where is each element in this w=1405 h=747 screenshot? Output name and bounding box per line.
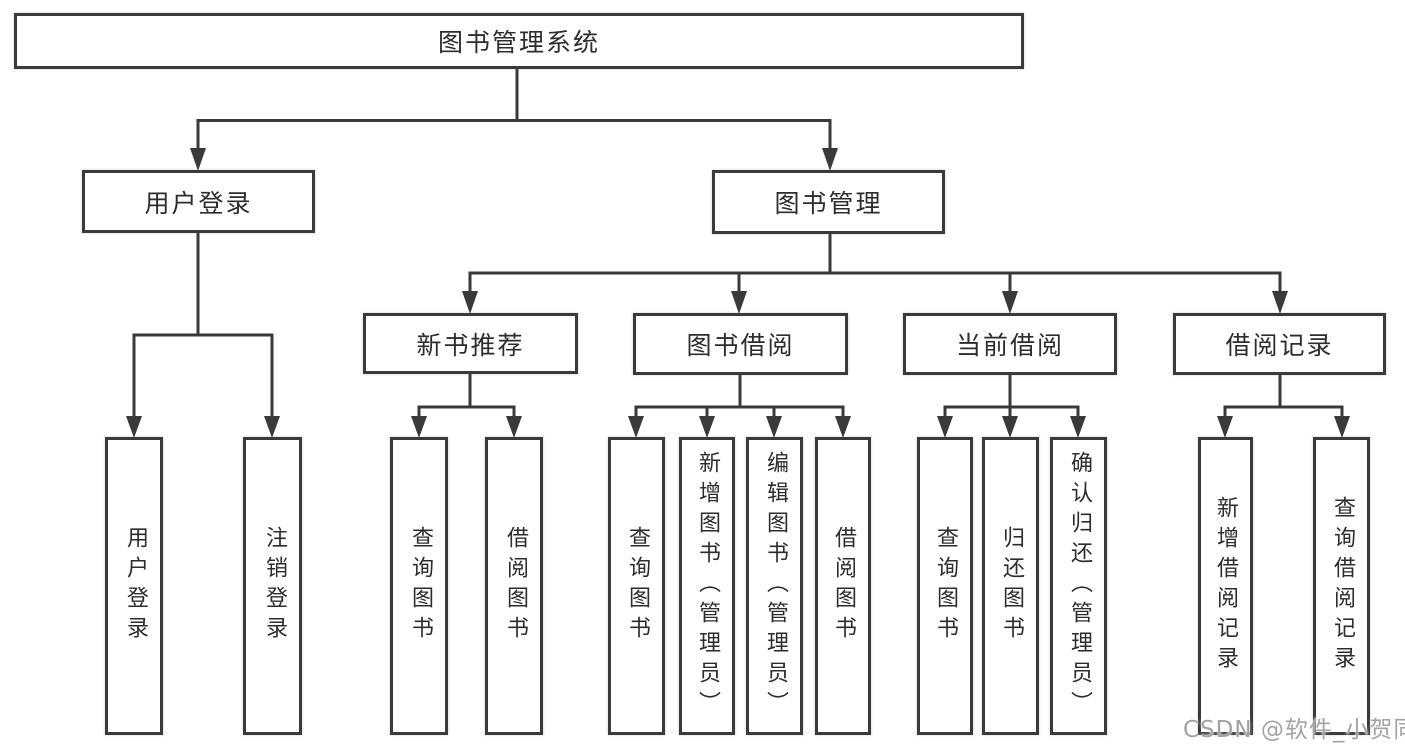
leaf-return-books: 归还图书 [982,437,1039,735]
leaf-edit-book-admin: 编辑图书（管理员） [746,437,803,735]
leaf-query-borrow-record: 查询借阅记录 [1313,437,1370,735]
leaf-confirm-return-admin: 确认归还（管理员） [1050,437,1107,735]
leaf-add-book-admin: 新增图书（管理员） [679,437,735,735]
leaf-query-books-borrow: 查询图书 [608,437,665,735]
node-book-borrow: 图书借阅 [633,313,848,375]
leaf-query-books-recommend: 查询图书 [390,437,448,735]
leaf-add-borrow-record: 新增借阅记录 [1198,437,1253,735]
node-library-system: 图书管理系统 [14,13,1024,69]
node-borrow-records: 借阅记录 [1173,313,1386,375]
leaf-logout: 注销登录 [243,437,302,735]
node-book-management: 图书管理 [712,170,945,234]
leaf-user-login: 用户登录 [105,437,163,735]
leaf-borrow-books: 借阅图书 [815,437,871,735]
node-new-book-recommend: 新书推荐 [363,313,578,374]
node-current-borrow: 当前借阅 [903,313,1117,375]
leaf-query-books-current: 查询图书 [917,437,973,735]
node-user-login: 用户登录 [82,170,315,233]
leaf-borrow-books-recommend: 借阅图书 [485,437,543,735]
watermark: CSDN @软件_小贺同学 [1183,717,1405,743]
arrowheads [126,148,1350,438]
